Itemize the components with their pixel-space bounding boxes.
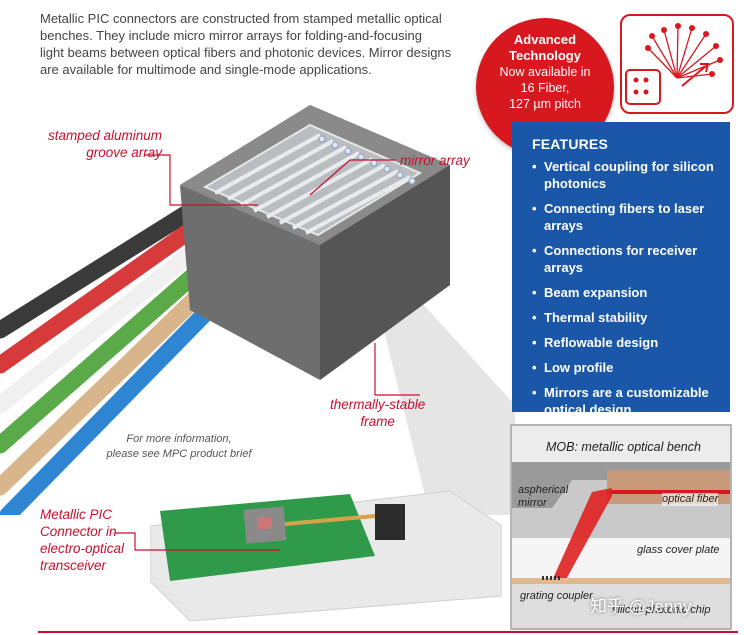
fiber-black — [0, 196, 209, 339]
intro-line: are available for multimode and single-m… — [40, 62, 372, 77]
mob-cross-section: MOB: metallic optical bench aspherical m… — [510, 424, 732, 630]
connector-label-line: transceiver — [40, 558, 107, 573]
connector-illustration — [0, 105, 515, 515]
callout-lines — [145, 154, 420, 396]
features-heading: FEATURES — [532, 136, 609, 152]
fiber-blue — [0, 276, 242, 515]
transceiver-connector-label: Metallic PIC Connector in electro-optica… — [40, 506, 124, 574]
optical-port — [375, 504, 405, 540]
fiber-tan — [0, 260, 235, 496]
chip-core — [257, 516, 273, 530]
fiber-white — [0, 228, 221, 414]
intro-line: light beams between optical fibers and p… — [40, 45, 452, 60]
grating-coupler-marks — [542, 576, 560, 580]
fiber-green — [0, 244, 228, 454]
intro-line: benches. They include micro mirror array… — [40, 28, 422, 43]
watermark-text: 知乎 @Jenny — [590, 597, 692, 616]
mirror-dots — [318, 135, 416, 185]
feature-item: Thermal stability — [532, 309, 720, 326]
aspherical-mirror-label: aspherical mirror — [518, 484, 568, 510]
glass-cover-plate — [512, 538, 730, 578]
thermally-stable-frame-label: thermally-stable frame — [330, 396, 425, 430]
groove-array-label: stamped aluminum groove array — [40, 127, 162, 161]
fiber-bundle — [0, 196, 242, 515]
mob-diagram — [512, 426, 730, 628]
mirror-array-label: mirror array — [400, 153, 470, 168]
info-line: please see MPC product brief — [106, 448, 252, 460]
features-panel: FEATURES Vertical coupling for silicon p… — [512, 122, 730, 417]
info-line: For more information, — [126, 433, 232, 445]
feature-item: Connections for receiver arrays — [532, 242, 720, 276]
transceiver-illustration — [150, 490, 502, 621]
feature-item: Reflowable design — [532, 334, 720, 351]
grating-coupler-label: grating coupler — [520, 590, 593, 602]
groove-lines — [214, 133, 411, 235]
aspherical-line: mirror — [518, 497, 547, 509]
badge-title-line: Advanced — [513, 32, 577, 47]
silicon-photonic-chip — [512, 584, 730, 628]
optical-fiber-label: optical fiber — [662, 493, 719, 506]
feature-item: Low profile — [532, 359, 720, 376]
fiber-fanout-logo-graphic — [625, 23, 723, 105]
mob-title-bar — [512, 426, 730, 462]
bottom-rule — [38, 631, 738, 633]
badge-body-line: 16 Fiber, — [520, 81, 570, 95]
fiber-red — [0, 211, 214, 374]
connector-label-line: electro-optical — [40, 541, 125, 556]
silicon-surface — [512, 578, 730, 584]
fiber-ribbon — [284, 514, 376, 526]
feature-item: Beam expansion — [532, 284, 720, 301]
connector-label-line: Metallic PIC — [40, 507, 113, 522]
frame-label-line: frame — [360, 414, 395, 429]
badge-title-line: Technology — [509, 48, 581, 63]
mob-title: MOB: metallic optical bench — [546, 440, 701, 454]
light-beam-down — [546, 488, 612, 594]
groove-label-line: stamped aluminum — [47, 128, 162, 143]
intro-paragraph: Metallic PIC connectors are constructed … — [40, 10, 470, 78]
fiber-fanout-logo-icon — [620, 14, 734, 114]
glass-cover-label: glass cover plate — [637, 544, 720, 556]
frame-label-line: thermally-stable — [330, 397, 426, 412]
badge-body-line: 127 µm pitch — [509, 97, 581, 111]
aspherical-line: aspherical — [518, 484, 569, 496]
groove-label-line: groove array — [86, 145, 162, 160]
features-list: Vertical coupling for silicon photonics … — [532, 158, 720, 418]
feature-item: Mirrors are a customizable optical desig… — [532, 384, 720, 418]
intro-line: Metallic PIC connectors are constructed … — [40, 11, 442, 26]
more-info-note: For more information, please see MPC pro… — [104, 432, 254, 462]
badge-body-line: Now available in — [499, 65, 591, 79]
feature-item: Vertical coupling for silicon photonics — [532, 158, 720, 192]
feature-item: Connecting fibers to laser arrays — [532, 200, 720, 234]
connector-label-line: Connector in — [40, 524, 117, 539]
transceiver-callout — [115, 532, 280, 551]
silicon-chip-label: silicon photonic chip — [612, 604, 711, 616]
connector-body — [180, 105, 450, 380]
